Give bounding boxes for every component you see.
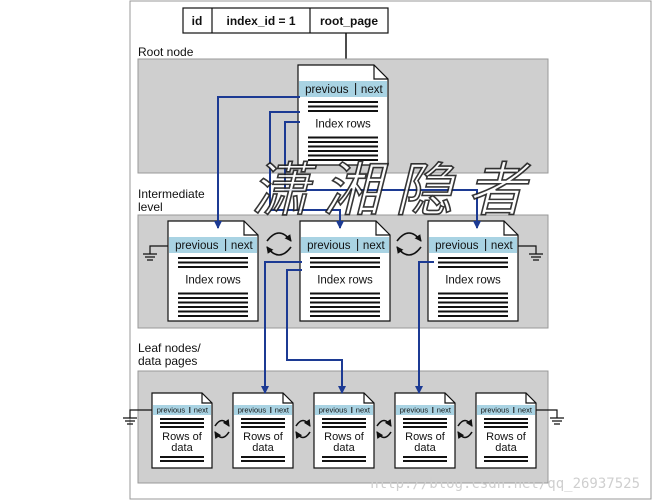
level-label-root: Root node xyxy=(138,45,194,59)
next-label: next xyxy=(363,240,386,252)
header-cell-root-page: root_page xyxy=(320,14,378,28)
next-label: next xyxy=(437,406,452,415)
rows-of-label: Rows of xyxy=(162,431,203,443)
data-label: data xyxy=(333,442,355,454)
previous-label: previous xyxy=(319,406,348,415)
index-rows-label: Index rows xyxy=(185,275,241,287)
level-label-intermediate-1: Intermediate xyxy=(138,187,205,201)
next-label: next xyxy=(356,406,371,415)
previous-label: previous xyxy=(307,240,351,252)
header-cell-index-id: index_id = 1 xyxy=(226,14,295,28)
previous-label: previous xyxy=(157,406,186,415)
root-to-int3-arrow xyxy=(284,121,481,229)
watermark-text: 潇湘隐者 xyxy=(251,156,539,224)
next-label: next xyxy=(491,240,514,252)
data-label: data xyxy=(414,442,436,454)
sibling-arrows-leaf-1 xyxy=(214,419,230,439)
level-label-leaf-1: Leaf nodes/ xyxy=(138,341,201,355)
previous-label: previous xyxy=(305,84,349,96)
sibling-arrows-int-2-3 xyxy=(396,232,422,256)
level-label-intermediate-2: level xyxy=(138,200,163,214)
sibling-arrows-leaf-2 xyxy=(295,419,311,439)
watermark-url: http://blog.csdn.net/qq_26937525 xyxy=(370,476,640,492)
header-table: id index_id = 1 root_page xyxy=(182,7,389,65)
sibling-arrows-leaf-3 xyxy=(376,419,392,439)
previous-label: previous xyxy=(435,240,479,252)
next-label: next xyxy=(361,84,384,96)
rows-of-label: Rows of xyxy=(486,431,527,443)
int2-to-leaf2-arrow xyxy=(261,261,302,394)
next-label: next xyxy=(275,406,290,415)
data-label: data xyxy=(252,442,274,454)
index-rows-label: Index rows xyxy=(445,275,501,287)
pointer-arrows xyxy=(214,96,481,394)
rows-of-label: Rows of xyxy=(324,431,365,443)
int2-to-leaf3-arrow xyxy=(286,269,346,394)
ground-symbols xyxy=(123,245,564,425)
rows-of-label: Rows of xyxy=(243,431,284,443)
next-label: next xyxy=(518,406,533,415)
sibling-arrows-int-1-2 xyxy=(266,232,292,256)
next-label: next xyxy=(231,240,254,252)
index-rows-label: Index rows xyxy=(317,275,373,287)
previous-label: previous xyxy=(481,406,510,415)
sibling-arrows-leaf-4 xyxy=(457,419,473,439)
next-label: next xyxy=(194,406,209,415)
root-to-int2-arrow xyxy=(269,111,344,229)
previous-label: previous xyxy=(400,406,429,415)
previous-label: previous xyxy=(175,240,219,252)
int3-to-leaf4-arrow xyxy=(415,261,434,394)
rows-of-label: Rows of xyxy=(405,431,446,443)
level-label-leaf-2: data pages xyxy=(138,354,197,368)
header-cell-id: id xyxy=(192,14,203,28)
data-label: data xyxy=(171,442,193,454)
diagram-frame xyxy=(129,0,652,500)
data-label: data xyxy=(495,442,517,454)
previous-label: previous xyxy=(238,406,267,415)
index-rows-label: Index rows xyxy=(315,119,371,131)
root-to-int1-arrow xyxy=(214,96,300,229)
